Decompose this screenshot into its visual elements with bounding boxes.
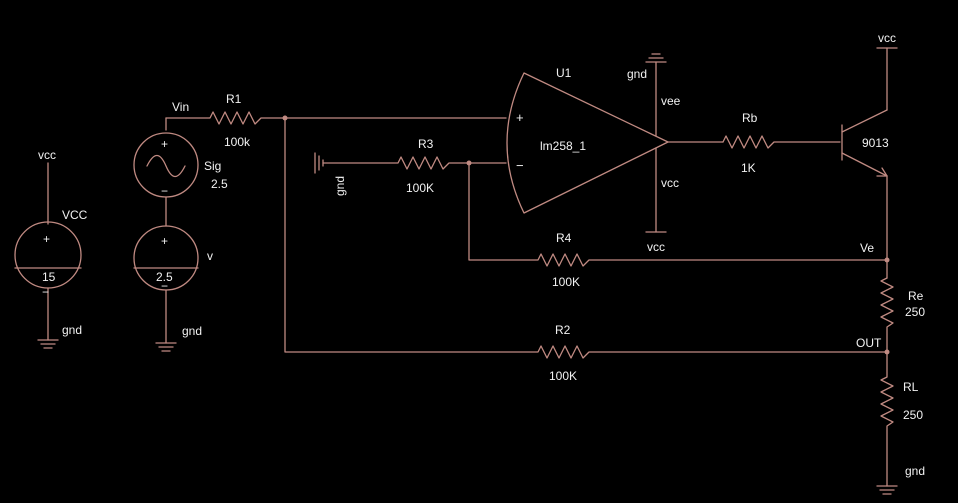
- vcc-source-ground-icon: [37, 339, 59, 349]
- opamp-vee-label: vee: [661, 94, 681, 108]
- ve-net-label: Ve: [860, 241, 874, 255]
- vcc-source[interactable]: + −: [14, 162, 82, 341]
- vcc-source-name: VCC: [62, 208, 88, 222]
- vcc-source-minus: −: [42, 285, 49, 299]
- r2-resistor[interactable]: [284, 117, 888, 359]
- vin-net-label: Vin: [172, 100, 189, 114]
- v-source-value: 2.5: [156, 270, 173, 284]
- r1-value: 100k: [224, 135, 251, 149]
- opamp-plus-pin: +: [516, 110, 524, 125]
- sig-source-minus: −: [161, 184, 168, 198]
- r3-gnd-label: gnd: [333, 176, 347, 196]
- out-net-label: OUT: [856, 336, 882, 350]
- v-source-name: v: [207, 249, 213, 263]
- opamp-u1[interactable]: [506, 61, 724, 233]
- v-source-minus: −: [161, 279, 168, 293]
- re-name: Re: [908, 289, 924, 303]
- opamp-minus-pin: −: [516, 158, 524, 173]
- r3-ground-icon: [314, 152, 324, 174]
- re-resistor[interactable]: [880, 277, 894, 353]
- opamp-top-gnd-label: gnd: [627, 67, 647, 81]
- sig-source-value: 2.5: [211, 177, 228, 191]
- r3-resistor[interactable]: [322, 156, 507, 170]
- opamp-top-ground-icon: [645, 53, 667, 63]
- vcc-source-plus: +: [43, 232, 50, 246]
- rl-resistor[interactable]: [880, 351, 894, 487]
- transistor-vcc-label: vcc: [878, 31, 896, 45]
- sig-source-plus: +: [161, 137, 168, 151]
- re-value: 250: [905, 305, 925, 319]
- vcc-source-value: 15: [42, 270, 56, 284]
- r2-name: R2: [555, 323, 571, 337]
- r3-value: 100K: [406, 181, 434, 195]
- rb-resistor[interactable]: [722, 135, 841, 149]
- junction-dot: [884, 257, 890, 263]
- opamp-vcc-pin-label: vcc: [661, 176, 679, 190]
- r1-resistor[interactable]: [165, 111, 507, 125]
- rl-ground-icon: [876, 485, 898, 495]
- r1-name: R1: [226, 92, 242, 106]
- opamp-name: U1: [556, 66, 572, 80]
- sig-source-name: Sig: [204, 159, 221, 173]
- rl-value: 250: [903, 408, 923, 422]
- rb-value: 1K: [741, 161, 756, 175]
- opamp-bottom-vcc-label: vcc: [647, 240, 665, 254]
- vcc-source-gnd-label: gnd: [62, 323, 82, 337]
- v-source-ground-icon: [155, 342, 177, 352]
- r3-name: R3: [418, 137, 434, 151]
- v-source[interactable]: + −: [133, 225, 199, 344]
- sig-source[interactable]: + −: [133, 117, 199, 227]
- r2-value: 100K: [549, 369, 577, 383]
- opamp-part: lm258_1: [540, 139, 586, 153]
- r4-value: 100K: [552, 275, 580, 289]
- r4-name: R4: [556, 231, 572, 245]
- rl-name: RL: [903, 380, 919, 394]
- v-source-plus: +: [161, 234, 168, 248]
- v-source-gnd-label: gnd: [182, 324, 202, 338]
- r4-resistor[interactable]: [468, 162, 888, 267]
- rb-name: Rb: [742, 111, 758, 125]
- rl-gnd-label: gnd: [905, 464, 925, 478]
- vcc-source-net-label: vcc: [38, 148, 56, 162]
- transistor-part: 9013: [862, 136, 889, 150]
